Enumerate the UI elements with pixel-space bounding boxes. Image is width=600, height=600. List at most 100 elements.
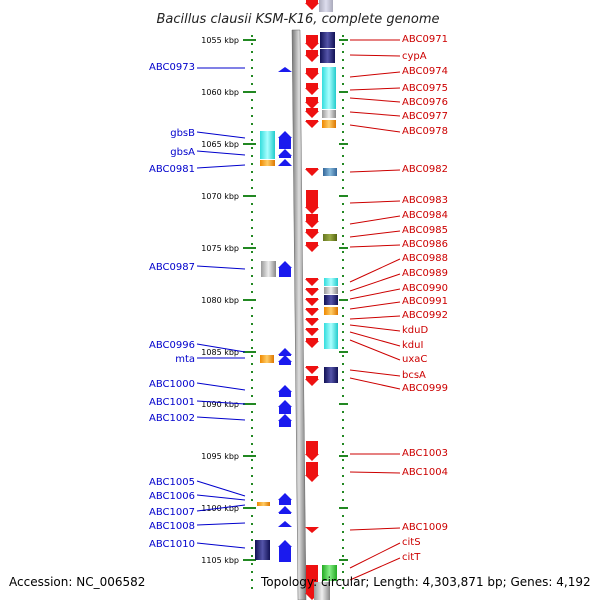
reverse-leader-line	[349, 124, 401, 133]
forward-gene-box	[261, 261, 276, 277]
reverse-gene-box	[322, 67, 336, 109]
reverse-leader-line	[349, 169, 401, 173]
reverse-gene-label: citS	[402, 537, 421, 548]
reverse-gene-box	[320, 32, 335, 48]
reverse-gene-labels: ABC0971cypAABC0974ABC0975ABC0976ABC0977A…	[349, 34, 448, 581]
forward-gene-label: gbsB	[170, 128, 195, 139]
forward-gene-box	[260, 131, 275, 159]
reverse-leader-line	[349, 369, 401, 377]
reverse-gene-label: kduI	[402, 340, 423, 351]
forward-leader-line	[196, 504, 246, 512]
forward-gene-label: ABC0973	[149, 62, 195, 73]
reverse-gene-arrow	[305, 108, 319, 118]
reverse-leader-line	[349, 557, 401, 581]
forward-gene-label: ABC1002	[149, 413, 195, 424]
genome-backbone	[291, 29, 307, 600]
forward-gene-box	[260, 160, 275, 166]
reverse-gene-label: kduD	[402, 325, 428, 336]
reverse-gene-box	[324, 323, 338, 349]
forward-gene-label: ABC1010	[149, 539, 195, 550]
forward-gene-arrow	[278, 385, 292, 397]
reverse-gene-box	[324, 307, 338, 315]
reverse-leader-line	[349, 200, 401, 204]
scale-tick-label: 1085 kbp	[201, 348, 239, 357]
forward-gene-label: ABC0996	[149, 340, 195, 351]
forward-gene-box	[257, 502, 270, 506]
reverse-gene-label: ABC0978	[402, 126, 448, 137]
reverse-gene-label: ABC0999	[402, 383, 448, 394]
reverse-leader-line	[349, 339, 401, 361]
reverse-gene-arrow	[305, 527, 319, 533]
scale-tick-label: 1070 kbp	[201, 192, 239, 201]
forward-gene-label: ABC1001	[149, 397, 195, 408]
reverse-leader-line	[349, 273, 401, 292]
reverse-gene-arrow	[305, 298, 319, 306]
reverse-leader-line	[349, 527, 401, 531]
forward-gene-label: ABC0987	[149, 262, 195, 273]
reverse-gene-label: ABC0976	[402, 97, 448, 108]
forward-gene-label: ABC1008	[149, 521, 195, 532]
reverse-gene-arrow	[305, 35, 319, 50]
forward-leader-line	[196, 416, 246, 421]
reverse-gene-arrow	[305, 318, 319, 326]
reverse-gene-label: citT	[402, 552, 421, 563]
reverse-gene-arrow	[305, 229, 319, 239]
forward-gene-label: ABC1007	[149, 507, 195, 518]
reverse-leader-line	[349, 215, 401, 225]
forward-leader-line	[196, 400, 246, 405]
reverse-gene-box	[324, 367, 338, 383]
reverse-gene-arrow	[305, 328, 319, 336]
topology-label: Topology: circular; Length: 4,303,871 bp…	[260, 575, 591, 589]
forward-gene-arrow	[278, 355, 292, 365]
reverse-leader-line	[349, 324, 401, 332]
reverse-leader-line	[349, 111, 401, 117]
forward-gene-arrow	[278, 400, 292, 414]
reverse-gene-box	[322, 110, 336, 118]
forward-gene-arrow	[278, 261, 292, 277]
reverse-leader-line	[349, 54, 401, 57]
scale-tick-label: 1075 kbp	[201, 244, 239, 253]
reverse-gene-arrow	[305, 68, 319, 80]
scale-tick-label: 1105 kbp	[201, 556, 239, 565]
forward-gene-arrow	[278, 521, 292, 527]
reverse-gene-arrow	[305, 338, 319, 348]
forward-gene-box	[255, 540, 270, 560]
reverse-gene-box	[324, 295, 338, 305]
forward-gene-arrow	[278, 506, 292, 514]
reverse-gene-box	[319, 0, 333, 12]
reverse-gene-label: ABC0983	[402, 195, 448, 206]
forward-leader-line	[196, 494, 246, 501]
reverse-gene-box	[322, 120, 336, 128]
forward-gene-label: gbsA	[170, 147, 195, 158]
accession-label: Accession: NC_006582	[9, 575, 145, 589]
reverse-gene-label: ABC1004	[402, 467, 448, 478]
forward-gene-arrow	[278, 149, 292, 158]
reverse-gene-label: cypA	[402, 51, 427, 62]
reverse-gene-arrow	[305, 0, 319, 10]
scale-tick-label: 1095 kbp	[201, 452, 239, 461]
reverse-leader-line	[349, 377, 401, 390]
reverse-leader-line	[349, 542, 401, 569]
scale-tick-label: 1060 kbp	[201, 88, 239, 97]
reverse-gene-arrow	[305, 462, 319, 482]
reverse-leader-line	[349, 244, 401, 248]
reverse-gene-arrow	[305, 288, 319, 296]
forward-gene-label: ABC1000	[149, 379, 195, 390]
reverse-gene-label: ABC0982	[402, 164, 448, 175]
forward-leader-line	[196, 522, 246, 526]
reverse-gene-label: ABC0990	[402, 283, 448, 294]
forward-leader-line	[196, 480, 246, 497]
reverse-gene-arrow	[305, 441, 319, 461]
scale-tick-label: 1055 kbp	[201, 36, 239, 45]
reverse-gene-arrow	[305, 366, 319, 374]
reverse-gene-label: ABC0975	[402, 83, 448, 94]
reverse-gene-arrow	[305, 242, 319, 252]
forward-gene-arrow	[278, 67, 292, 72]
reverse-gene-box	[320, 49, 335, 63]
forward-leader-line	[196, 343, 246, 353]
forward-gene-arrow	[278, 131, 292, 149]
reverse-gene-arrow	[305, 308, 319, 316]
reverse-leader-line	[349, 71, 401, 78]
forward-leader-line	[196, 382, 246, 391]
reverse-leader-line	[349, 230, 401, 238]
